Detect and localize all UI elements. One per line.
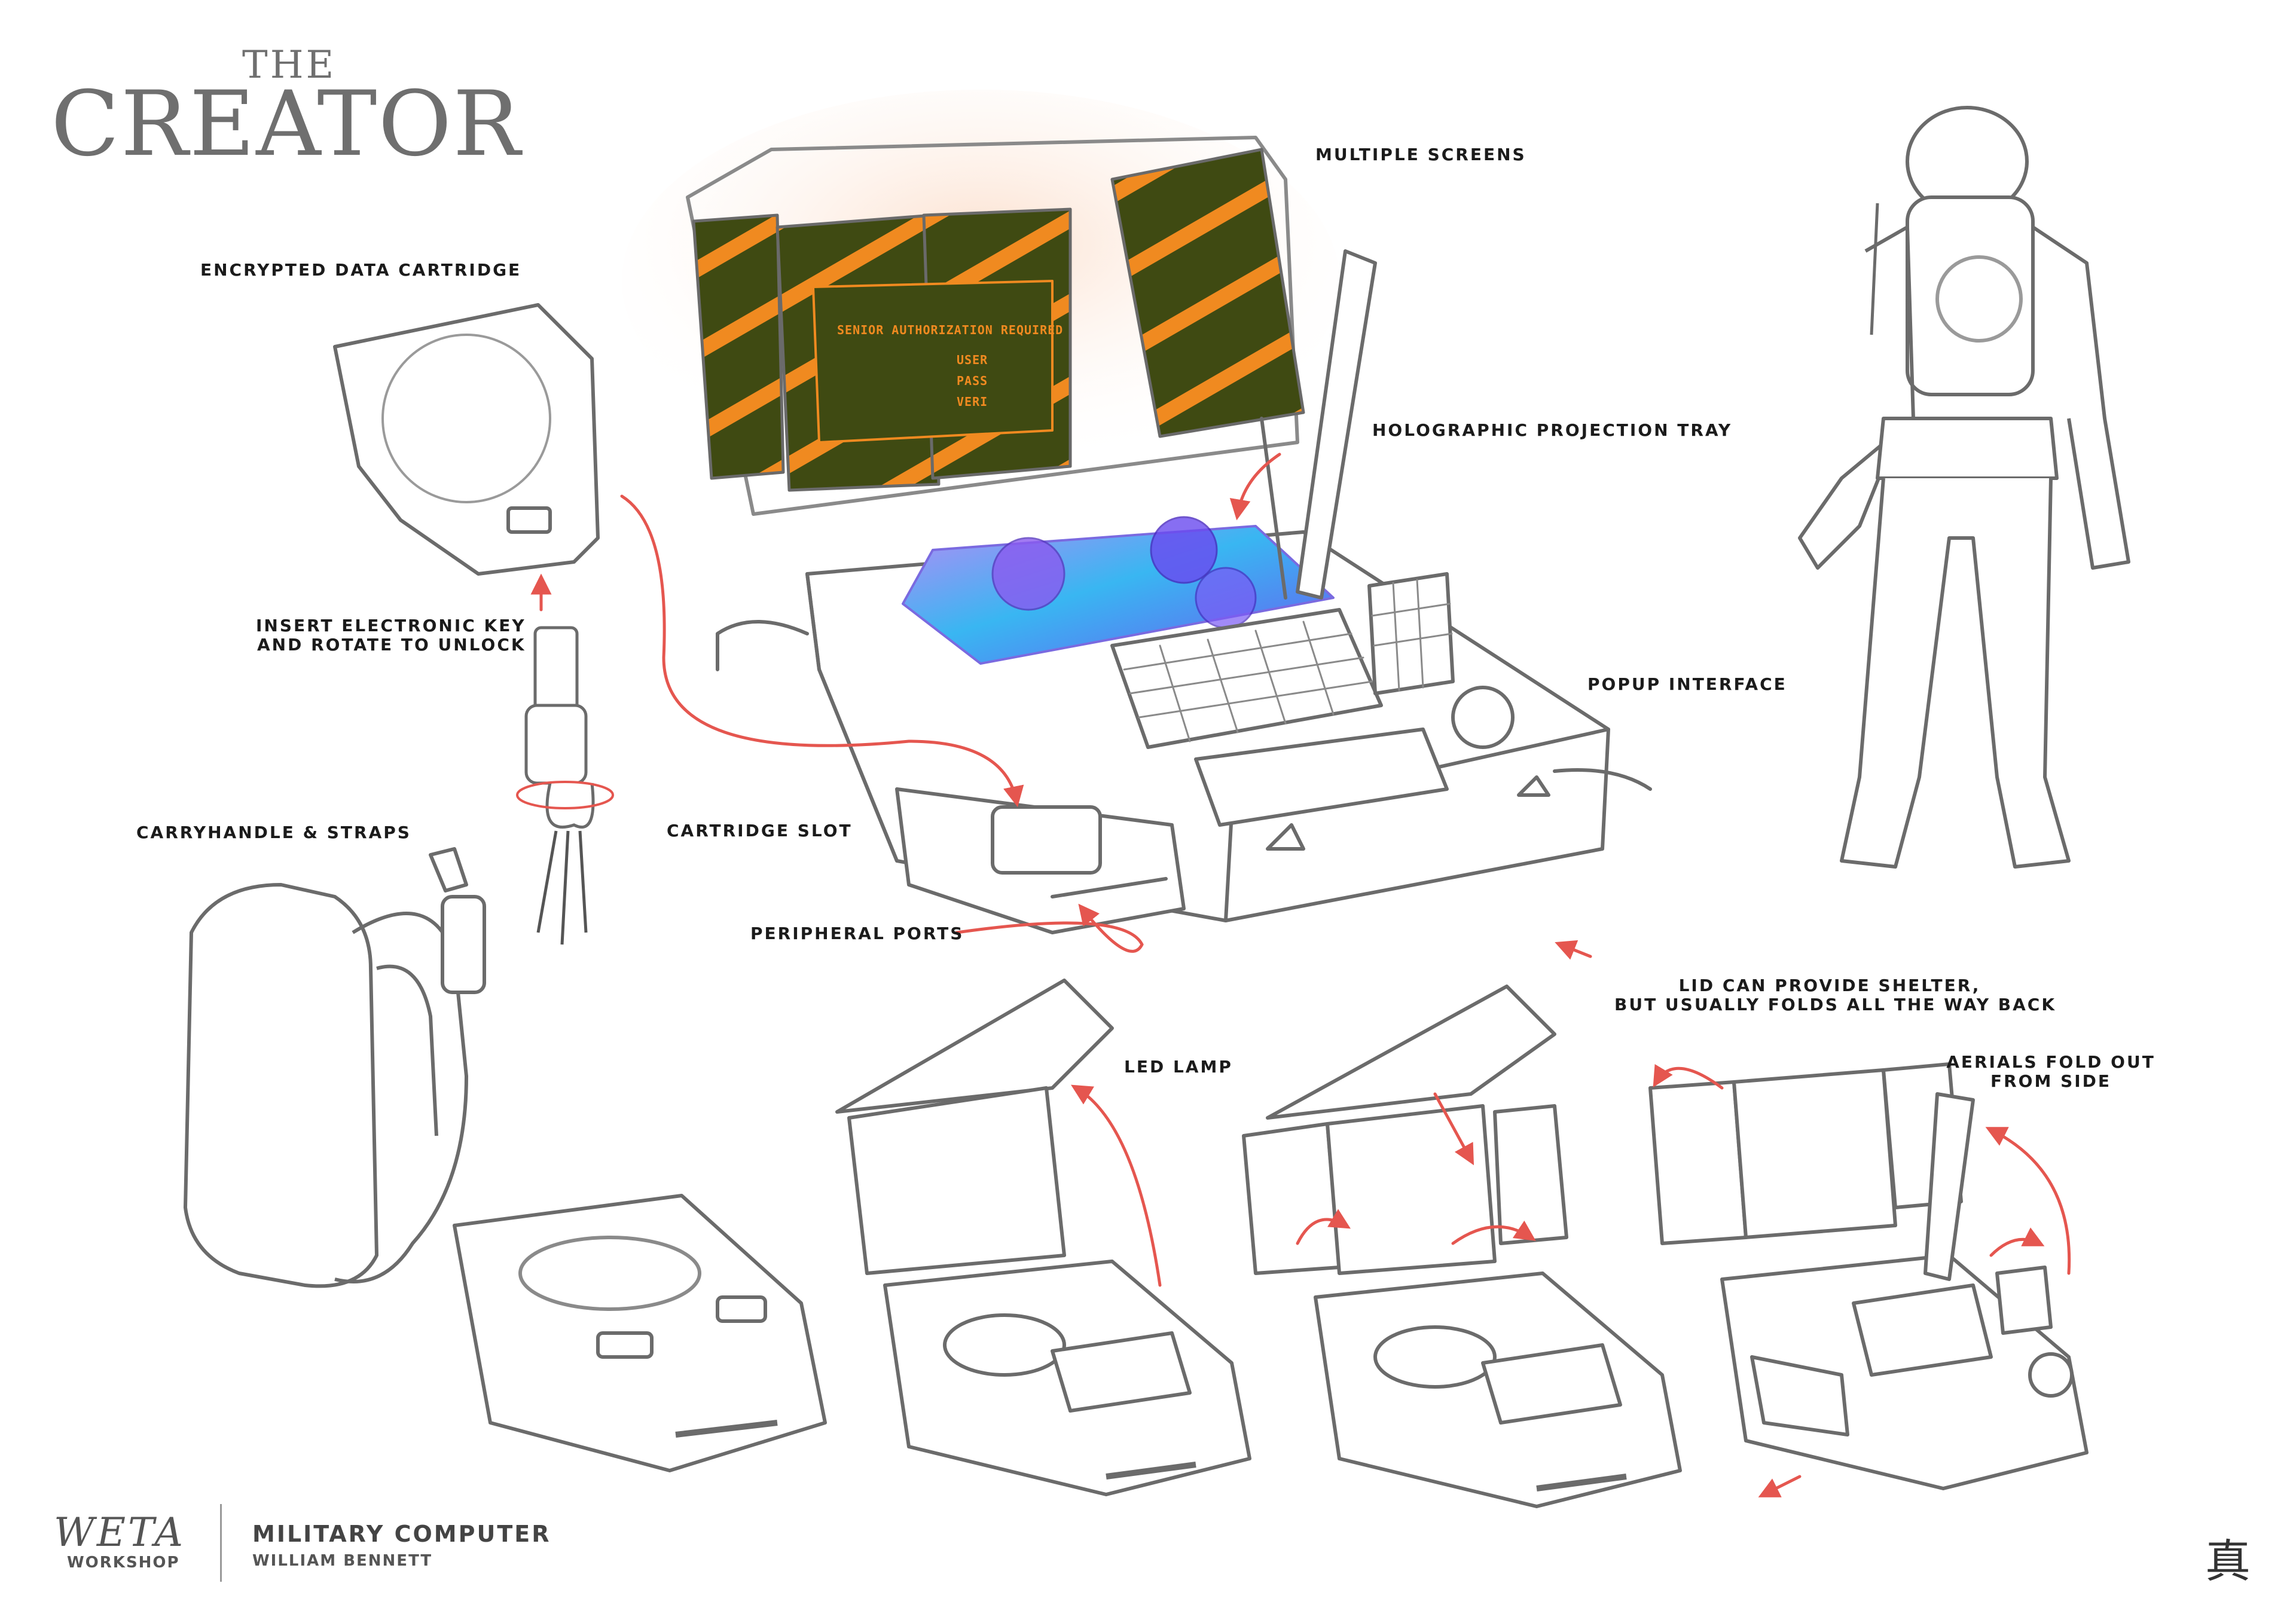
main-computer-sketch [622, 90, 1652, 934]
label-popup-interface: POPUP INTERFACE [1587, 674, 1787, 694]
footer-title: MILITARY COMPUTER [252, 1521, 551, 1547]
label-insert-key-line1: INSERT ELECTRONIC KEY [256, 616, 526, 635]
closed-case-sketch [453, 1194, 827, 1472]
backpack-sketch [184, 847, 486, 1288]
multiple-screens-panels [692, 148, 1305, 492]
weta-workshop-logo: WETA WORKSHOP [43, 1509, 199, 1575]
title-the: THE [242, 43, 337, 87]
logo-workshop-text: WORKSHOP [67, 1554, 180, 1572]
screen-field-pass: PASS [957, 374, 988, 388]
screen-field-veri: VERI [957, 395, 988, 409]
open-stage-3-sketch [1648, 1062, 2089, 1490]
screen-auth-title: SENIOR AUTHORIZATION REQUIRED [837, 323, 1064, 337]
electronic-key-sketch [516, 626, 614, 945]
screen-field-user: USER [957, 353, 988, 367]
logo-weta-text: WETA [54, 1509, 186, 1555]
kanji-mark: 真 [2205, 1535, 2251, 1588]
open-stage-2-sketch [1242, 985, 1682, 1508]
open-stage-1-sketch [835, 979, 1251, 1496]
label-encrypted-data-cartridge: ENCRYPTED DATA CARTRIDGE [200, 260, 522, 280]
label-led-lamp: LED LAMP [1124, 1057, 1233, 1077]
label-lid-shelter-line2: BUT USUALLY FOLDS ALL THE WAY BACK [1614, 995, 2057, 1014]
cartridge-sketch [333, 303, 600, 576]
label-multiple-screens: MULTIPLE SCREENS [1315, 145, 1526, 164]
label-carryhandle-straps: CARRYHANDLE & STRAPS [136, 823, 411, 842]
footer-author: WILLIAM BENNETT [252, 1552, 433, 1570]
label-peripheral-ports: PERIPHERAL PORTS [750, 924, 964, 943]
label-cartridge-slot: CARTRIDGE SLOT [667, 821, 853, 840]
label-lid-shelter-line1: LID CAN PROVIDE SHELTER, [1678, 976, 1981, 995]
label-aerials-line1: AERIALS FOLD OUT [1946, 1052, 2155, 1072]
label-insert-key-line2: AND ROTATE TO UNLOCK [257, 635, 526, 655]
footer-divider [220, 1504, 222, 1582]
soldier-sketch [1798, 106, 2130, 869]
label-aerials-line2: FROM SIDE [1990, 1071, 2112, 1091]
title-creator: CREATOR [51, 72, 522, 176]
label-holographic-projection-tray: HOLOGRAPHIC PROJECTION TRAY [1372, 420, 1733, 440]
annotation-arrows [530, 453, 2071, 1497]
